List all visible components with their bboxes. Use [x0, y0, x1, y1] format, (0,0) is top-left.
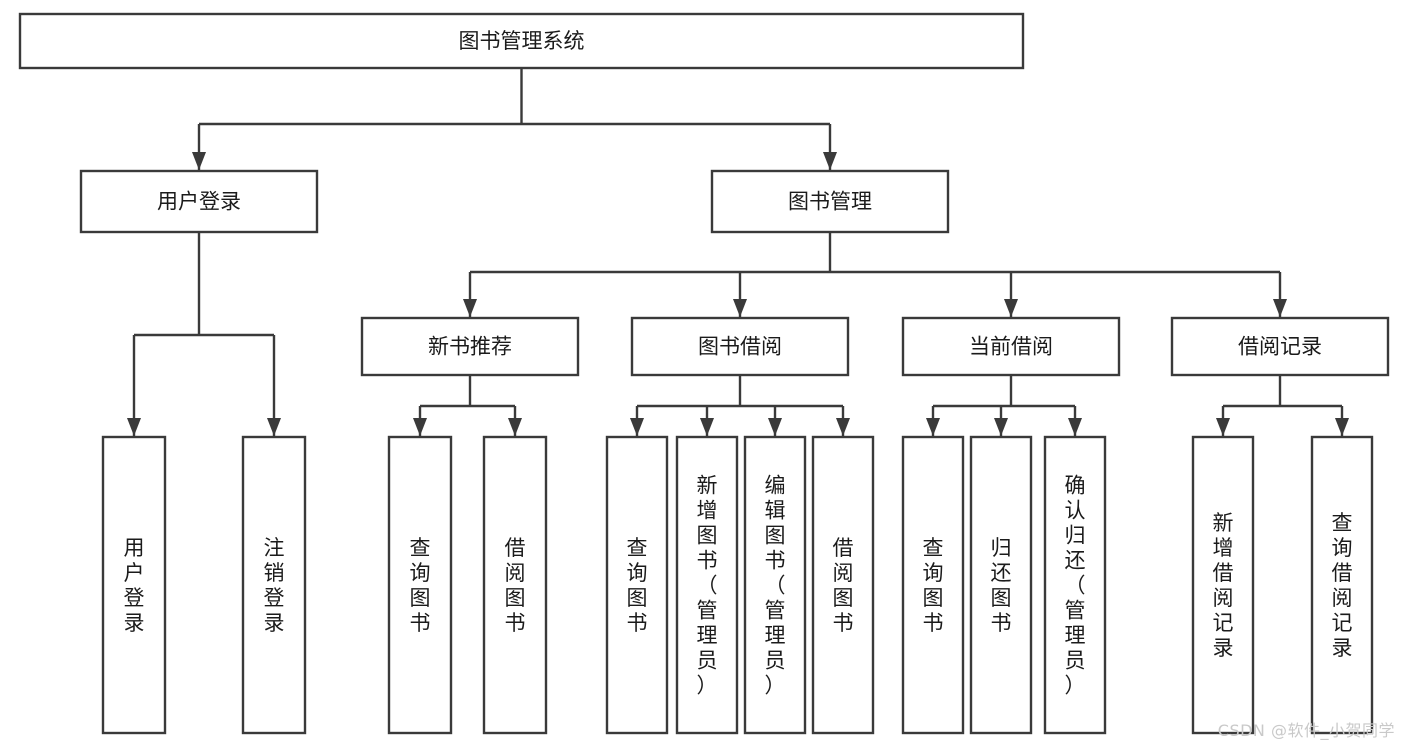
node-current-borrow[interactable]: 当前借阅 — [901, 316, 1121, 377]
node-leaf-return-book[interactable]: 归还图书 — [969, 435, 1033, 735]
node-leaf-add-book[interactable]: 新增图书（管理员） — [675, 435, 739, 735]
node-label: 图书借阅 — [698, 335, 782, 359]
node-label: 确认归还（管理员） — [1065, 474, 1086, 698]
node-label: 查询借阅记录 — [1332, 511, 1353, 660]
node-label: 当前借阅 — [969, 335, 1053, 359]
arrow-head-icon — [1335, 418, 1349, 436]
arrow-head-icon — [127, 418, 141, 436]
arrow-head-icon — [463, 299, 477, 317]
node-leaf-add-record[interactable]: 新增借阅记录 — [1191, 435, 1255, 735]
arrow-head-icon — [700, 418, 714, 436]
arrow-head-icon — [630, 418, 644, 436]
arrow-head-icon — [994, 418, 1008, 436]
node-leaf-confirm-return[interactable]: 确认归还（管理员） — [1043, 435, 1107, 735]
node-label: 用户登录 — [124, 536, 145, 635]
connectors-layer — [127, 68, 1349, 436]
node-leaf-edit-book[interactable]: 编辑图书（管理员） — [743, 435, 807, 735]
node-label: 图书管理 — [788, 190, 872, 214]
node-leaf-query-book-3[interactable]: 查询图书 — [901, 435, 965, 735]
node-label: 查询图书 — [410, 536, 431, 635]
node-book-manage[interactable]: 图书管理 — [710, 169, 950, 234]
node-label: 新书推荐 — [428, 335, 512, 359]
arrow-head-icon — [267, 418, 281, 436]
node-label: 借阅图书 — [833, 536, 854, 635]
node-label: 图书管理系统 — [459, 29, 585, 53]
node-label: 归还图书 — [991, 536, 1012, 635]
arrow-head-icon — [733, 299, 747, 317]
node-leaf-query-book-1[interactable]: 查询图书 — [387, 435, 453, 735]
arrow-head-icon — [192, 152, 206, 170]
csdn-watermark: CSDN @软件_小贺同学 — [1217, 721, 1395, 740]
node-new-book-recommend[interactable]: 新书推荐 — [360, 316, 580, 377]
arrow-head-icon — [1273, 299, 1287, 317]
node-leaf-borrow-book-1[interactable]: 借阅图书 — [482, 435, 548, 735]
arrow-head-icon — [823, 152, 837, 170]
arrow-head-icon — [413, 418, 427, 436]
arrow-head-icon — [768, 418, 782, 436]
node-label: 编辑图书（管理员） — [765, 474, 786, 698]
node-borrow-record[interactable]: 借阅记录 — [1170, 316, 1390, 377]
node-label: 新增图书（管理员） — [697, 474, 718, 698]
node-label: 借阅记录 — [1238, 335, 1322, 359]
arrow-head-icon — [1068, 418, 1082, 436]
node-label: 查询图书 — [627, 536, 648, 635]
arrow-head-icon — [508, 418, 522, 436]
node-leaf-user-login[interactable]: 用户登录 — [101, 435, 167, 735]
node-label: 注销登录 — [264, 536, 285, 635]
node-root-root[interactable]: 图书管理系统 — [18, 12, 1025, 70]
node-leaf-query-record[interactable]: 查询借阅记录 — [1310, 435, 1374, 735]
node-leaf-borrow-book-2[interactable]: 借阅图书 — [811, 435, 875, 735]
node-leaf-user-logout[interactable]: 注销登录 — [241, 435, 307, 735]
arrow-head-icon — [1216, 418, 1230, 436]
node-label: 借阅图书 — [505, 536, 526, 635]
arrow-head-icon — [926, 418, 940, 436]
node-label: 查询图书 — [923, 536, 944, 635]
node-label: 新增借阅记录 — [1213, 511, 1234, 660]
arrow-head-icon — [1004, 299, 1018, 317]
arrow-head-icon — [836, 418, 850, 436]
node-leaf-query-book-2[interactable]: 查询图书 — [605, 435, 669, 735]
nodes-layer: 图书管理系统用户登录图书管理新书推荐图书借阅当前借阅借阅记录用户登录注销登录查询… — [18, 12, 1390, 735]
node-label: 用户登录 — [157, 190, 241, 214]
node-book-borrow[interactable]: 图书借阅 — [630, 316, 850, 377]
node-user-login[interactable]: 用户登录 — [79, 169, 319, 234]
